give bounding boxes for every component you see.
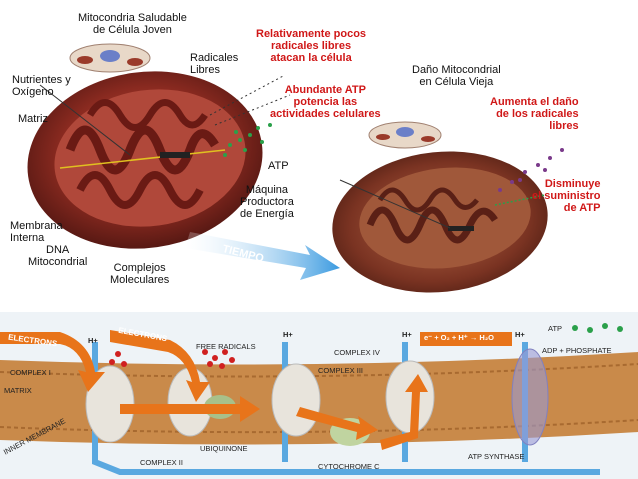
complex-iv-label: COMPLEX IV xyxy=(334,348,380,357)
adp-phosphate-label: ADP + PHOSPHATE xyxy=(542,346,612,355)
complex-iii-label: COMPLEX III xyxy=(318,366,364,375)
free-radicals-label-bottom: FREE RADICALS xyxy=(196,342,256,351)
cytochrome-c-label: CYTOCHROME C xyxy=(318,462,380,471)
mitochondrial-dna-label: DNA Mitocondrial xyxy=(28,244,88,268)
matrix-label: Matriz xyxy=(18,113,48,125)
electron-arrows xyxy=(0,330,428,450)
proton-label-1: H+ xyxy=(88,336,98,345)
complex-iii xyxy=(271,363,321,437)
reaction-label: e⁻ + O₂ + H⁺ → H₂O xyxy=(424,333,495,342)
electron-transport-chain xyxy=(0,312,638,479)
old-mitochondrion xyxy=(332,151,548,293)
atp-dots xyxy=(572,323,623,333)
nutrients-label: Nutrientes y Oxígeno xyxy=(12,74,71,98)
decrease-atp-note: Disminuye el suministro de ATP xyxy=(532,178,601,214)
few-radicals-note: Relativamente pocos radicales libres ata… xyxy=(256,28,367,64)
molecular-complexes-label: Complejos Moleculares xyxy=(110,262,170,286)
complex-i-label: COMPLEX I xyxy=(10,368,51,377)
abundant-atp-note: Abundante ATP potencia las actividades c… xyxy=(270,84,381,120)
old-radical-particles xyxy=(498,148,564,192)
free-radicals-label: Radicales Libres xyxy=(190,52,239,76)
proton-label-2: H+ xyxy=(283,330,293,339)
complex-ii-label: COMPLEX II xyxy=(140,458,183,467)
time-arrow xyxy=(185,232,340,280)
old-atp-arrow xyxy=(494,194,546,206)
atp-synthase xyxy=(511,348,549,446)
energy-machine-label: Máquina Productora de Energía xyxy=(240,184,294,220)
inner-membrane-label: Membrana Interna xyxy=(10,220,63,244)
healthy-mitochondrion xyxy=(27,71,263,249)
increase-damage-note: Aumenta el daño de los radicales libres xyxy=(490,96,579,132)
proton-label-4: H+ xyxy=(515,330,525,339)
old-cell-icon xyxy=(368,121,442,149)
free-radical-arrows xyxy=(209,74,291,126)
complex-iv xyxy=(385,360,435,434)
matrix-label-bottom: MATRIX xyxy=(4,386,32,395)
ubiquinone-label: UBIQUINONE xyxy=(200,444,248,453)
atp-label-bottom: ATP xyxy=(548,324,563,333)
atp-synthase-label: ATP SYNTHASE xyxy=(468,452,525,461)
complex-ii xyxy=(167,367,213,437)
top-illustration xyxy=(27,43,564,293)
proton-label-3: H+ xyxy=(402,330,412,339)
mitochondrial-damage-title: Daño Mitocondrial en Célula Vieja xyxy=(412,64,501,88)
free-radical-dots xyxy=(109,349,235,369)
atp-label: ATP xyxy=(268,160,289,172)
atp-particles xyxy=(223,123,272,157)
reaction-box xyxy=(420,332,512,346)
young-cell-icon xyxy=(69,43,151,73)
healthy-mitochondria-title: Mitocondria Saludable de Célula Joven xyxy=(78,12,187,36)
